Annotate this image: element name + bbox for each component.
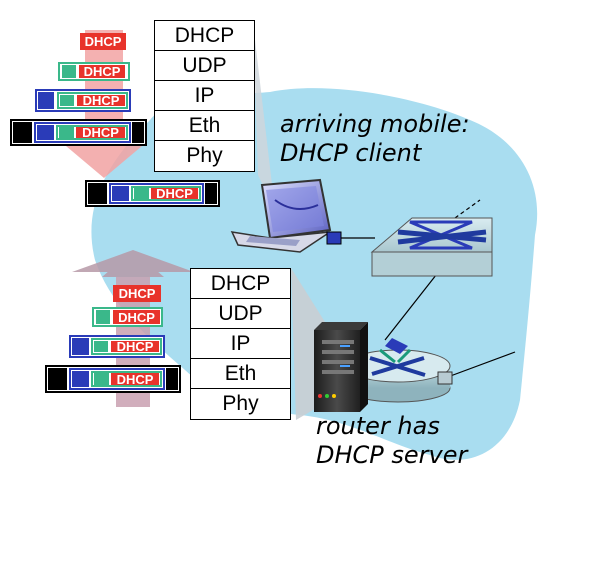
stack-layer-eth: Eth xyxy=(191,359,290,389)
stack-layer-phy: Phy xyxy=(222,392,259,415)
udp-header xyxy=(134,188,149,199)
server-protocol-stack: DHCP UDP IP Eth Phy xyxy=(190,268,291,420)
stack-layer-phy: Phy xyxy=(186,144,223,167)
server-icon xyxy=(314,322,368,412)
udp-header xyxy=(60,95,74,106)
ethernet-trailer xyxy=(166,368,178,390)
client-caption: arriving mobile: DHCP client xyxy=(280,110,470,168)
dhcp-payload: DHCP xyxy=(111,339,159,354)
ip-header xyxy=(112,186,129,201)
stack-layer-udp: UDP xyxy=(155,51,254,81)
ip-header xyxy=(38,92,54,109)
udp-header xyxy=(94,341,108,352)
dhcp-payload: DHCP xyxy=(79,64,125,79)
udp-header xyxy=(62,65,76,78)
udp-header xyxy=(94,373,109,385)
stack-layer-eth: Eth xyxy=(155,111,254,141)
ethernet-header xyxy=(13,122,32,143)
dhcp-payload: DHCP xyxy=(77,93,125,108)
client-caption-line-2: DHCP client xyxy=(280,139,422,167)
ethernet-header xyxy=(48,368,67,390)
stack-layer-dhcp: DHCP xyxy=(155,21,254,51)
client-stack-shadow xyxy=(253,20,275,210)
udp-header xyxy=(59,127,74,138)
laptop-icon xyxy=(230,178,342,253)
server-caption-line-1: router has xyxy=(316,412,440,440)
dhcp-payload: DHCP xyxy=(151,186,198,201)
ip-header xyxy=(37,125,54,140)
dhcp-payload: DHCP xyxy=(113,310,160,325)
stack-layer-ip: IP xyxy=(155,81,254,111)
ethernet-trailer xyxy=(205,183,217,204)
dhcp-packet: DHCP xyxy=(80,33,126,50)
ethernet-trailer xyxy=(132,122,144,143)
client-caption-line-1: arriving mobile: xyxy=(280,110,470,138)
stack-layer-dhcp: DHCP xyxy=(191,269,290,299)
stack-layer-ip: IP xyxy=(191,329,290,359)
client-protocol-stack: DHCP UDP IP Eth Phy xyxy=(154,20,255,172)
ethernet-header xyxy=(88,183,107,204)
dhcp-payload: DHCP xyxy=(111,372,159,387)
switch-icon xyxy=(370,217,493,277)
server-caption-line-2: DHCP server xyxy=(316,441,468,469)
ip-header xyxy=(72,338,89,355)
udp-header xyxy=(96,310,110,324)
server-caption: router has DHCP server xyxy=(316,412,467,470)
dhcp-packet: DHCP xyxy=(113,285,161,302)
ip-header xyxy=(72,371,89,387)
dhcp-payload: DHCP xyxy=(76,125,125,140)
stack-layer-udp: UDP xyxy=(191,299,290,329)
